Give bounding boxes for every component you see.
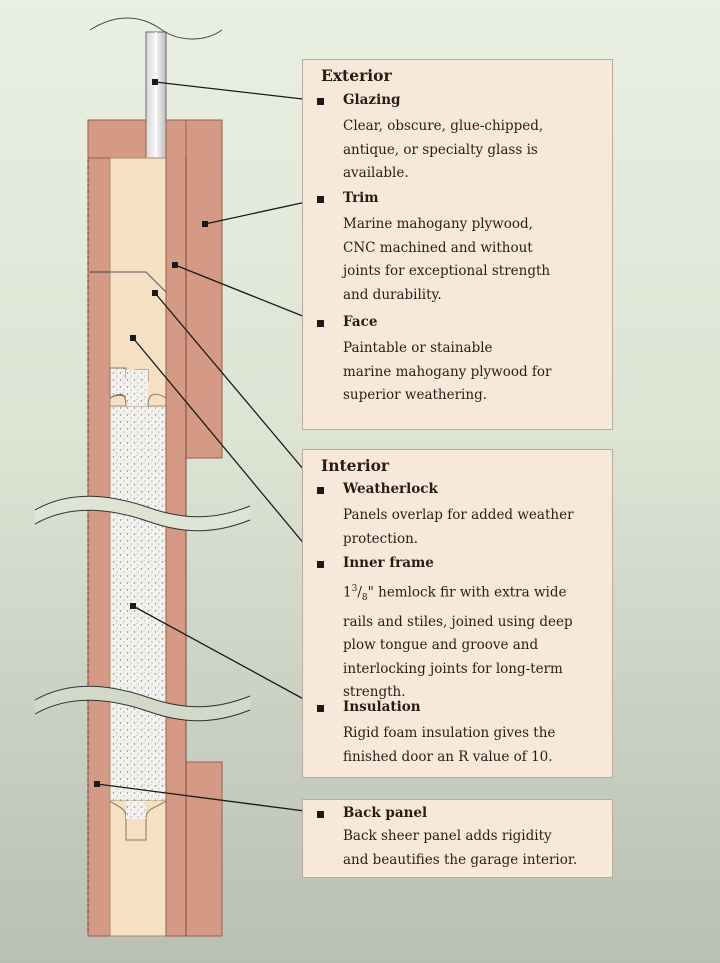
trim-upper (185, 119, 223, 459)
leader-weatherlock (154, 292, 321, 490)
foam-insulation (109, 405, 167, 802)
weatherlock-description: Panels overlap for added weather protect… (343, 507, 574, 547)
leader-anchors (94, 79, 208, 787)
inner-frame-first-line: 13/8" hemlock fir with extra wide (343, 584, 567, 604)
insulation-description: Rigid foam insulation gives the finished… (343, 725, 556, 765)
interior-heading: Interior (321, 456, 390, 475)
trim-title: Trim (343, 190, 379, 206)
inner-frame-description: 13/8" hemlock fir with extra wide rails … (343, 578, 573, 705)
leader-insulation (132, 605, 321, 709)
tongue-groove-lower (109, 800, 167, 841)
leader-trim (204, 198, 321, 225)
back-panel-strip (87, 157, 111, 937)
break-band-lower (35, 686, 250, 721)
inner-frame-title: Inner frame (343, 555, 434, 571)
face-title: Face (343, 314, 378, 330)
weatherlock-title: Weatherlock (343, 481, 438, 497)
face-description: Paintable or stainable marine mahogany p… (343, 340, 552, 403)
tongue-upper (126, 370, 148, 406)
back-panel-title: Back panel (343, 805, 428, 821)
glazing-bullet (317, 98, 324, 105)
weatherlock-bullet (317, 487, 324, 494)
leader-back-panel (96, 783, 321, 814)
exterior-callout-box: Exterior Glazing Clear, obscure, glue-ch… (302, 59, 613, 430)
glazing-title: Glazing (343, 92, 401, 108)
glazing-stop-left (87, 119, 147, 159)
leader-inner-frame (132, 337, 321, 564)
back-panel-callout-box: Back panel Back sheer panel adds rigidit… (302, 799, 613, 878)
break-line-top (89, 17, 223, 40)
leader-glazing (154, 81, 321, 102)
glazing-description: Clear, obscure, glue-chipped, antique, o… (343, 118, 544, 181)
leader-lines (96, 81, 321, 814)
insulation-title: Insulation (343, 699, 421, 715)
leader-face (174, 264, 321, 324)
exterior-heading: Exterior (321, 66, 392, 85)
face-bullet (317, 320, 324, 327)
trim-description: Marine mahogany plywood, CNC machined an… (343, 216, 551, 303)
back-panel-description: Back sheer panel adds rigidity and beaut… (343, 828, 578, 868)
inner-frame-bullet (317, 561, 324, 568)
break-band-upper (35, 496, 250, 531)
trim-bullet (317, 196, 324, 203)
trim-lower (185, 761, 223, 937)
back-panel-bullet (317, 811, 324, 818)
interior-callout-box: Interior Weatherlock Panels overlap for … (302, 449, 613, 778)
insulation-bullet (317, 705, 324, 712)
